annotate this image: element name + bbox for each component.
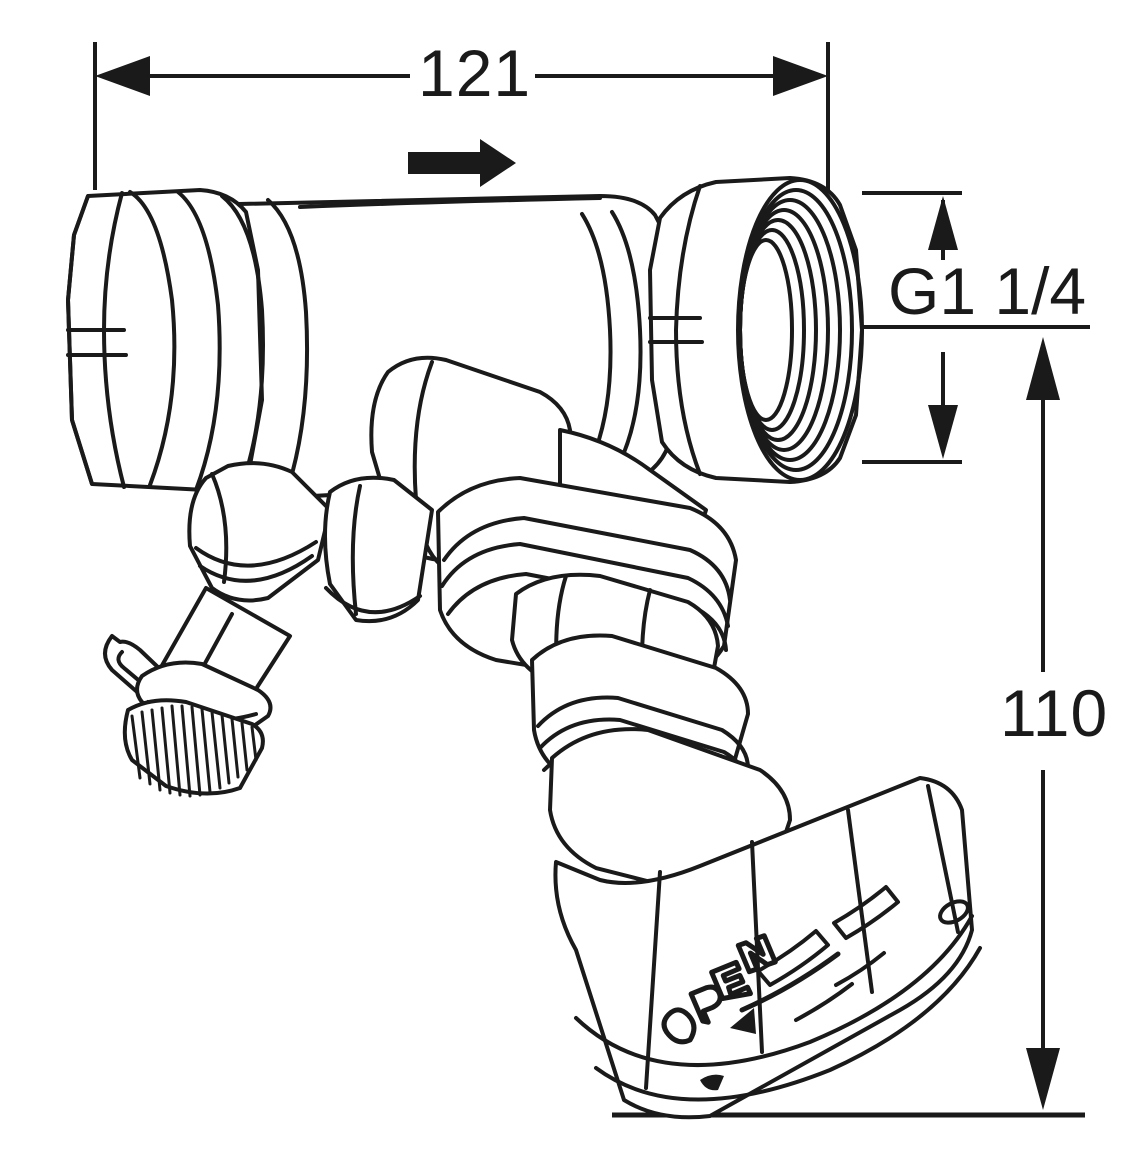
body-top-ridge [298,196,602,209]
dimension-110 [612,337,1085,1118]
bonnet-side-left-edge [350,484,362,616]
dimension-label-121: 121 [418,36,532,110]
socket-lip-ring-2 [580,212,613,470]
handwheel-stamp-marks [756,885,900,1022]
open-text-outline [661,933,778,1045]
socket-collar-notch [648,316,704,344]
arrowhead-right-121 [773,56,828,96]
handwheel-facet-2 [750,840,764,1054]
valve-assembly [66,176,982,1120]
hex-nut-facet-1 [66,194,94,486]
hex-nut-ring-2 [176,190,222,492]
socket-lip-ring-1 [610,210,643,468]
arrowhead-up-thread [928,196,958,250]
dimension-label-110: 110 [1000,676,1109,750]
packing-nut-band-1 [442,516,732,602]
open-direction-arrow [730,951,841,1034]
packing-nut-band-3 [446,572,728,652]
thread-socket-hex-collar [648,176,864,484]
handwheel-facet-1 [644,870,662,1090]
dimension-label-thread: G1 1/4 [888,254,1087,328]
handwheel-index-mark [700,1074,724,1091]
handwheel-rim-outer [594,946,982,1102]
body-sleeve-ring-1 [220,194,265,498]
handwheel-body [553,776,974,1120]
dimension-121 [93,42,830,192]
arrowhead-down-110 [1026,1048,1060,1110]
hex-nut-ring-1 [128,190,177,487]
arrowhead-down-thread [928,405,958,459]
body-sleeve-ring-2 [266,198,310,502]
bonnet-side-left-ring [324,586,422,615]
drain-port-ring-2 [194,540,318,568]
drain-port-ring [198,554,314,583]
flow-direction-arrow [408,139,516,187]
bonnet-neck-edge [412,360,444,568]
handwheel-rim [574,914,974,1068]
knurl-lines [130,704,258,798]
arrowhead-up-110 [1026,337,1060,400]
thread-bore [738,238,794,422]
socket-collar-facet [674,184,702,476]
hex-nut-left [66,188,264,492]
hex-nut-corner-line [66,328,128,357]
handwheel-rim-hole [938,899,970,925]
drain-port-collar-line [210,472,229,584]
packing-nut-band-2 [440,542,730,628]
handwheel-markings [661,885,900,1091]
handwheel-facet-4 [926,784,960,934]
stem-tube-ring-1 [536,695,750,770]
handwheel-facet-3 [846,808,874,994]
drain-cap-loop-inner [116,650,164,702]
arrowhead-left-121 [95,56,150,96]
